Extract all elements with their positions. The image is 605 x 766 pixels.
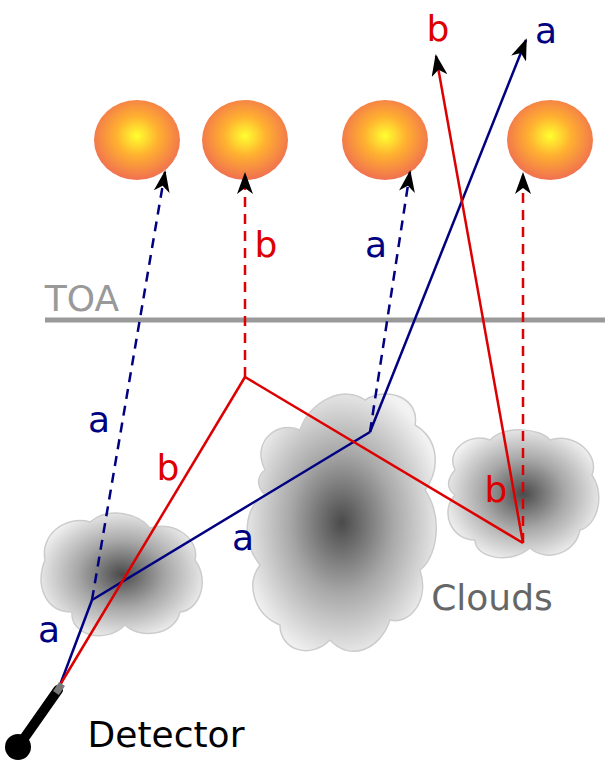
ray-label: b	[485, 472, 508, 508]
star	[202, 100, 288, 180]
ray-segment	[92, 172, 165, 600]
ray-segment	[92, 432, 370, 600]
cloud	[41, 513, 202, 636]
toa-line	[45, 318, 605, 323]
ray-segment	[522, 174, 525, 543]
detector-base	[5, 734, 31, 760]
ray-label: b	[427, 11, 450, 47]
detector-symbol	[5, 684, 62, 760]
ray-segment	[60, 377, 245, 685]
star	[94, 100, 180, 180]
star-group	[94, 100, 593, 180]
ray-label: a	[535, 13, 557, 49]
cloud-group	[41, 394, 598, 651]
ray-label: a	[365, 227, 387, 263]
cloud-label: Clouds	[431, 580, 553, 616]
boundary-label: TOA	[45, 281, 119, 317]
detector-label: Detector	[88, 717, 245, 753]
star	[507, 100, 593, 180]
cloud	[247, 394, 436, 651]
ray-segment	[60, 600, 92, 685]
ray-segment	[244, 174, 247, 377]
ray-segment	[370, 40, 526, 432]
ray-segment	[245, 377, 523, 543]
ray-label: b	[255, 227, 278, 263]
ray-label: a	[88, 402, 110, 438]
ray-segment	[436, 56, 523, 543]
ray-label: b	[157, 450, 180, 486]
star	[342, 100, 428, 180]
detector-lens	[56, 684, 62, 693]
ray-segment	[370, 172, 410, 432]
ray-label: a	[38, 612, 60, 648]
ray-label: a	[232, 520, 254, 556]
